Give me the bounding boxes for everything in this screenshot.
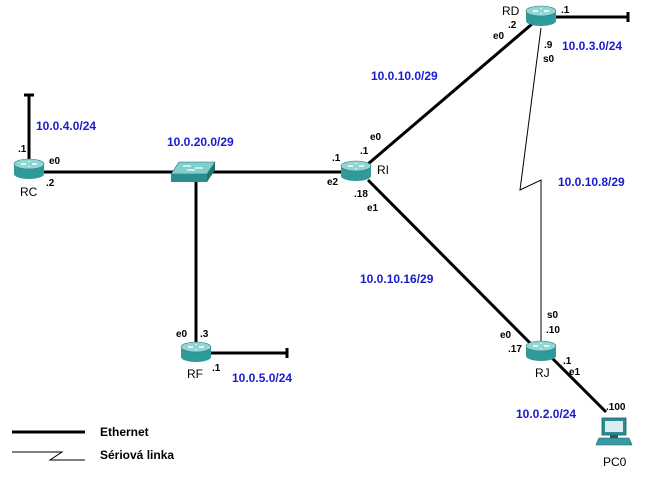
- pc0[interactable]: [595, 417, 633, 446]
- link-ri-rj: [366, 178, 534, 347]
- router-ri[interactable]: [340, 160, 372, 181]
- legend-serial-label: Sériová linka: [100, 448, 174, 462]
- router-icon: [525, 340, 557, 361]
- device-label-ri: RI: [377, 163, 389, 177]
- network-label: 10.0.3.0/24: [562, 39, 622, 53]
- links: [24, 12, 630, 414]
- device-label-rj: RJ: [535, 366, 550, 380]
- router-icon: [180, 341, 212, 362]
- device-label-rf: RF: [187, 367, 203, 381]
- host-label: .1: [563, 356, 572, 367]
- network-label: 10.0.5.0/24: [232, 371, 292, 385]
- host-label: .10: [546, 325, 560, 336]
- legend-ethernet-label: Ethernet: [100, 425, 149, 439]
- router-rd[interactable]: [525, 5, 557, 26]
- router-rf[interactable]: [180, 341, 212, 362]
- router-icon: [13, 158, 45, 179]
- interface-label: e0: [370, 132, 382, 143]
- host-label: .2: [46, 178, 55, 189]
- pc-icon: [595, 417, 633, 446]
- host-label: .18: [354, 189, 368, 200]
- switch[interactable]: [170, 161, 216, 182]
- router-icon: [525, 5, 557, 26]
- interface-label: e0: [176, 329, 188, 340]
- host-label: .3: [200, 329, 209, 340]
- legend-serial-line: [12, 451, 85, 461]
- device-label-rd: RD: [502, 4, 520, 18]
- router-icon: [340, 160, 372, 181]
- host-label: .2: [508, 20, 517, 31]
- host-label: .1: [360, 146, 369, 157]
- network-label: 10.0.10.8/29: [558, 175, 625, 189]
- interface-label: e1: [569, 367, 581, 378]
- network-label: 10.0.10.16/29: [360, 272, 434, 286]
- router-rc[interactable]: [13, 158, 45, 179]
- link-ri-rd: [367, 22, 533, 166]
- link-rd-rj-serial: [519, 27, 542, 342]
- host-label: .1: [18, 144, 27, 155]
- device-label-rc: RC: [20, 185, 38, 199]
- interface-label: e0: [493, 31, 505, 42]
- interface-label: e0: [500, 330, 512, 341]
- host-label: .1: [561, 5, 570, 16]
- device-label-pc0: PC0: [603, 455, 627, 469]
- host-label: .1: [332, 153, 341, 164]
- interface-label: e0: [49, 156, 61, 167]
- network-label: 10.0.10.0/29: [371, 69, 438, 83]
- network-label: 10.0.2.0/24: [516, 407, 576, 421]
- network-label: 10.0.20.0/29: [167, 135, 234, 149]
- legend: Ethernet Sériová linka: [12, 425, 174, 462]
- host-label: .9: [544, 40, 553, 51]
- interface-label: e1: [367, 203, 379, 214]
- interface-label: e2: [327, 177, 339, 188]
- host-label: .17: [508, 344, 522, 355]
- switch-icon: [170, 161, 216, 182]
- router-rj[interactable]: [525, 340, 557, 361]
- host-label: .1: [212, 363, 221, 374]
- link-rj-pc: [550, 356, 608, 414]
- network-label: 10.0.4.0/24: [36, 119, 96, 133]
- host-label: .100: [606, 402, 626, 413]
- interface-label: s0: [547, 310, 559, 321]
- interface-label: s0: [543, 54, 555, 65]
